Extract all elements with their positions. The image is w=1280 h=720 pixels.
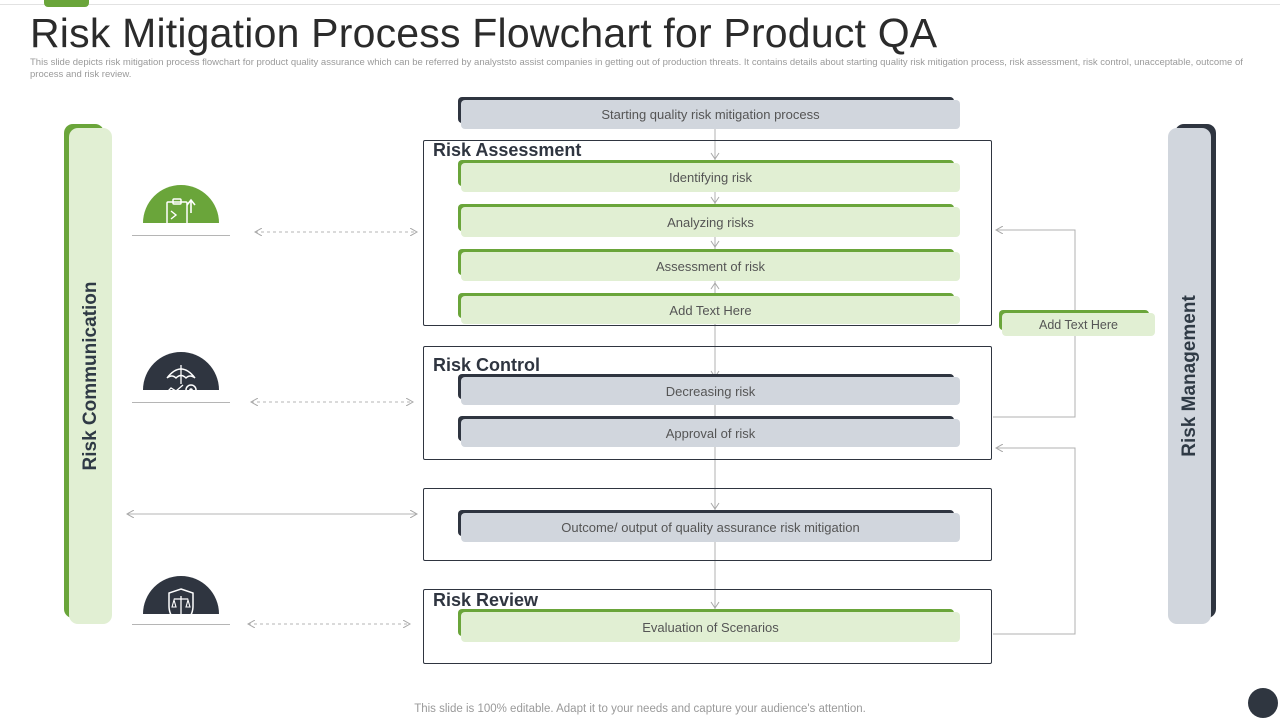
flow-arrow-3 xyxy=(710,240,720,248)
page-description: This slide depicts risk mitigation proce… xyxy=(30,57,1243,80)
top-accent-tab xyxy=(44,0,89,7)
risk-assessment-section xyxy=(423,140,992,326)
start-process-label: Starting quality risk mitigation process xyxy=(461,100,960,129)
flow-arrow-2 xyxy=(710,196,720,204)
outcome-box: Outcome/ output of quality assurance ris… xyxy=(458,510,960,542)
side-note-box: Add Text Here xyxy=(999,310,1155,336)
risk-control-title: Risk Control xyxy=(433,355,541,375)
step-evaluation-of-scenarios: Evaluation of Scenarios xyxy=(458,609,960,642)
step-analyzing-risks: Analyzing risks xyxy=(458,204,960,237)
risk-communication-sidebar: Risk Communication xyxy=(69,128,112,624)
step-identifying-risk: Identifying risk xyxy=(458,160,960,192)
step-label: Assessment of risk xyxy=(461,252,960,281)
outcome-label: Outcome/ output of quality assurance ris… xyxy=(461,513,960,542)
flow-arrow-6 xyxy=(710,502,720,510)
icon-base-line-1 xyxy=(132,235,230,236)
flow-arrow-1 xyxy=(710,152,720,160)
top-divider-line xyxy=(0,4,1280,5)
step-label: Add Text Here xyxy=(461,296,960,324)
step-label: Decreasing risk xyxy=(461,377,960,405)
step-assessment-of-risk: Assessment of risk xyxy=(458,249,960,281)
feedback-loop-lower xyxy=(993,448,1076,635)
risk-management-sidebar: Risk Management xyxy=(1168,128,1211,624)
step-label: Evaluation of Scenarios xyxy=(461,612,960,642)
page-title: Risk Mitigation Process Flowchart for Pr… xyxy=(30,10,938,56)
icon-base-line-2 xyxy=(132,402,230,403)
risk-assessment-title: Risk Assessment xyxy=(433,140,582,160)
risk-control-section xyxy=(423,346,992,460)
flow-arrow-4 xyxy=(710,282,720,290)
step-label: Approval of risk xyxy=(461,419,960,447)
footer-note: This slide is 100% editable. Adapt it to… xyxy=(414,703,866,715)
side-note-label: Add Text Here xyxy=(1002,313,1155,336)
corner-decoration xyxy=(1248,688,1278,718)
start-process-box: Starting quality risk mitigation process xyxy=(458,97,960,129)
step-add-text: Add Text Here xyxy=(458,293,960,324)
outcome-section xyxy=(423,488,992,561)
step-approval-of-risk: Approval of risk xyxy=(458,416,960,447)
step-label: Analyzing risks xyxy=(461,207,960,237)
step-decreasing-risk: Decreasing risk xyxy=(458,374,960,405)
icon-base-line-3 xyxy=(132,624,230,625)
risk-review-section xyxy=(423,589,992,664)
risk-review-title: Risk Review xyxy=(433,590,539,610)
step-label: Identifying risk xyxy=(461,163,960,192)
flow-arrow-7 xyxy=(710,601,720,609)
